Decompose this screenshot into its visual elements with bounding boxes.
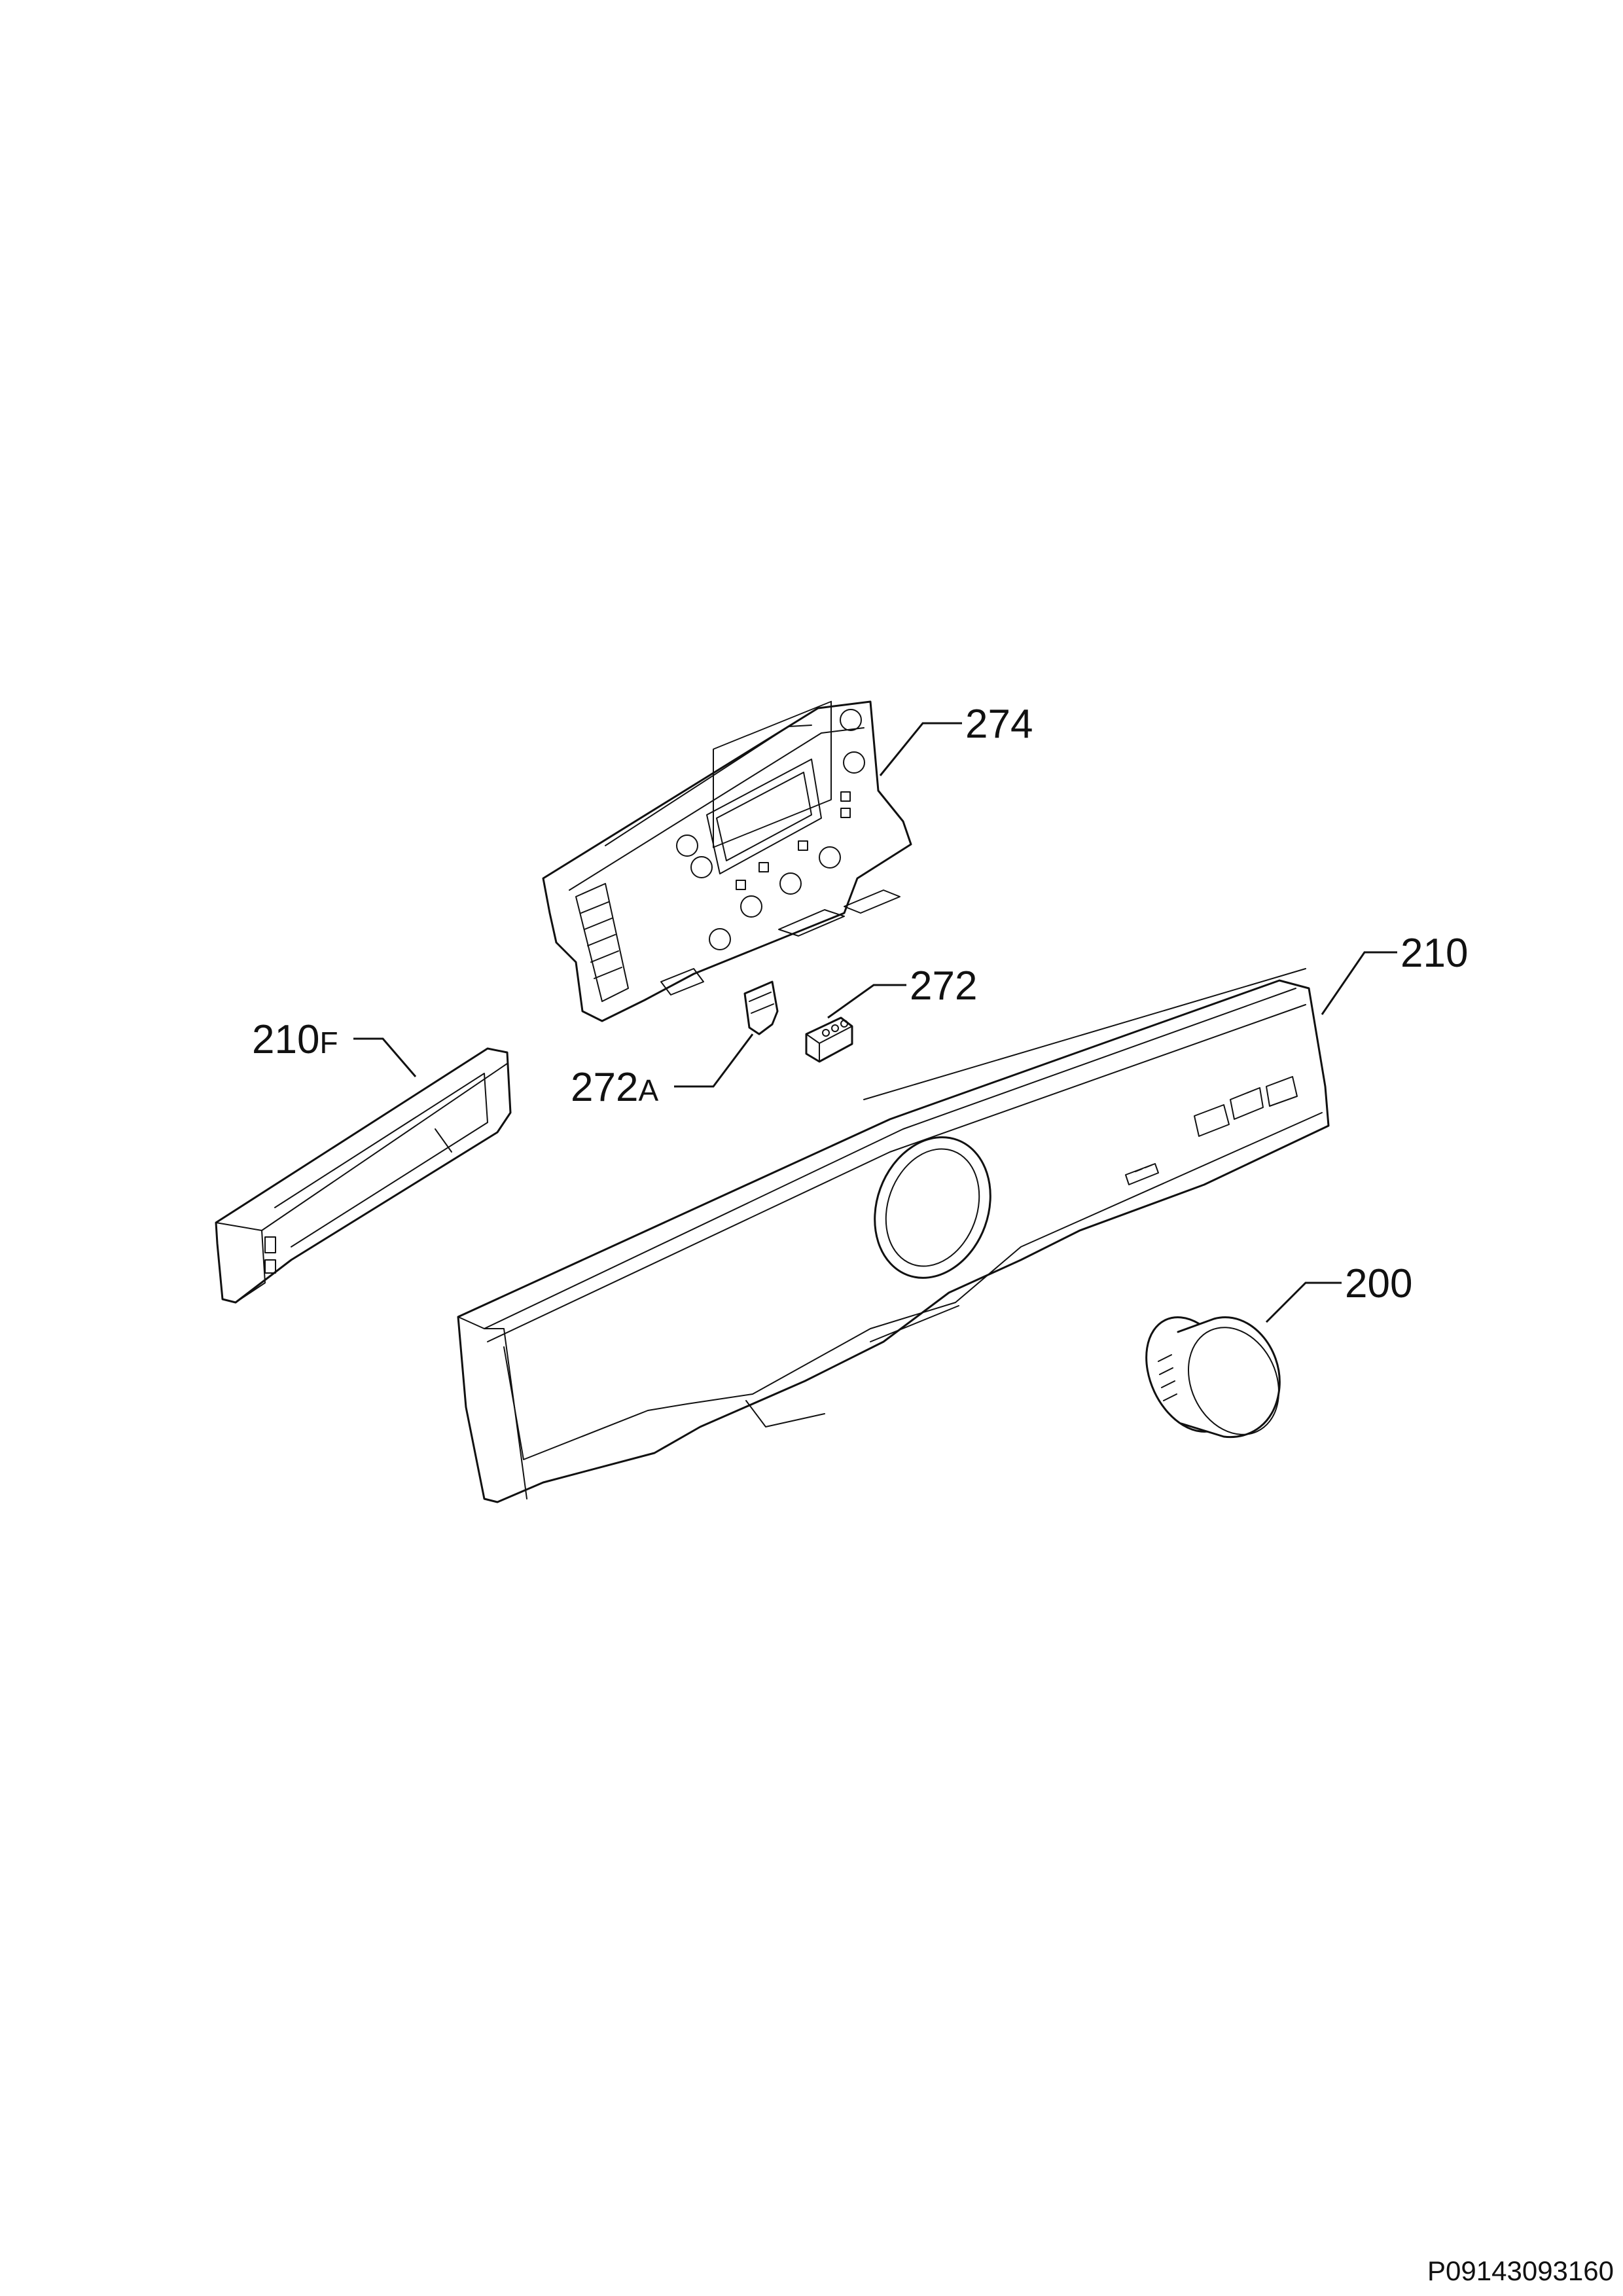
leader-200 <box>1265 1282 1342 1323</box>
leader-272 <box>827 984 906 1019</box>
callout-272a: 272A <box>571 1065 658 1110</box>
callout-200: 200 <box>1345 1261 1412 1306</box>
callout-272a-number: 272 <box>571 1065 638 1110</box>
callout-210f-suffix: F <box>319 1026 338 1060</box>
callout-274: 274 <box>965 702 1033 747</box>
part-274-control-board <box>542 700 912 1022</box>
part-210-control-panel <box>457 968 1330 1503</box>
leader-210 <box>1321 951 1397 1015</box>
part-200-knob <box>1145 1316 1281 1439</box>
part-272-terminal-block <box>805 1016 853 1063</box>
leader-272a <box>674 1033 754 1088</box>
callout-210f: 210F <box>252 1017 338 1062</box>
callout-210: 210 <box>1400 931 1468 976</box>
callout-272a-suffix: A <box>638 1073 658 1107</box>
callout-210f-number: 210 <box>252 1017 319 1062</box>
part-210f-dispenser-front <box>215 1047 512 1304</box>
leader-274 <box>879 722 962 776</box>
callout-272: 272 <box>910 963 977 1009</box>
part-272a-clip <box>743 980 779 1035</box>
document-id: P09143093160 <box>1427 2255 1614 2286</box>
leader-210f <box>353 1037 417 1077</box>
